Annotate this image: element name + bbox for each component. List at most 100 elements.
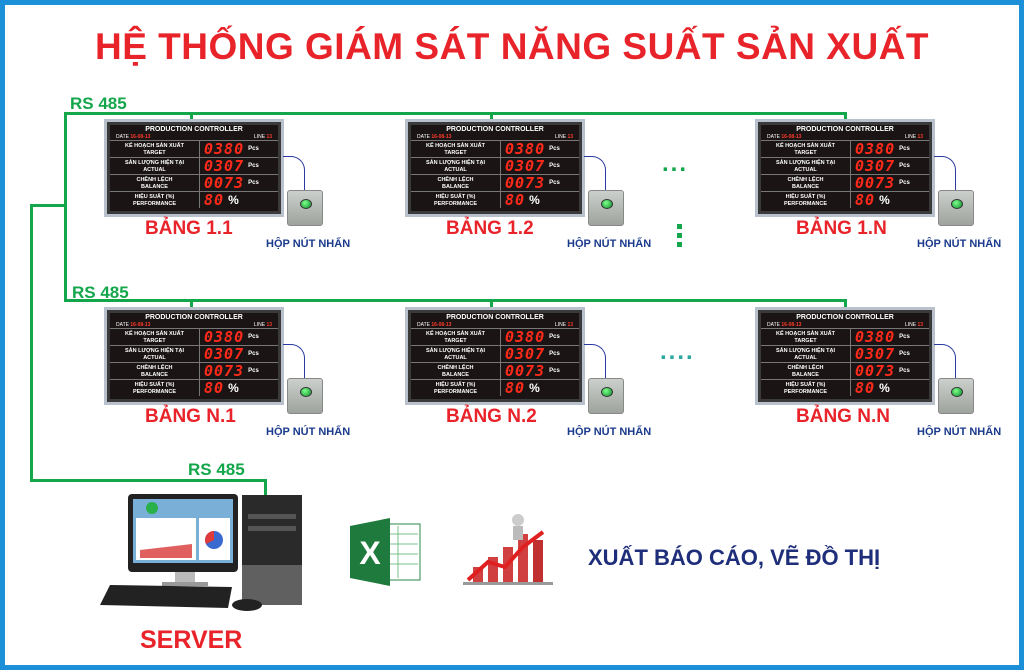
led-number: 0380 [505, 328, 546, 346]
unit-label: Pcs [248, 368, 259, 374]
row-label-en: ACTUAL [794, 355, 817, 361]
button-box-label: HỘP NÚT NHẤN [567, 238, 652, 250]
push-button-box[interactable] [588, 378, 624, 414]
unit-label: Pcs [549, 180, 560, 186]
line-label: LINE [253, 322, 266, 328]
line-label: LINE [554, 134, 567, 140]
drop-n-1 [190, 299, 193, 311]
unit-label: Pcs [248, 351, 259, 357]
unit-label: Pcs [899, 180, 910, 186]
row-label-vn: HIỆU SUẤT (%) [435, 194, 476, 200]
green-button-icon [300, 387, 312, 397]
unit-label: % [228, 193, 239, 207]
row-label-vn: SẢN LƯỢNG HIỆN TẠI [425, 348, 486, 354]
line-label: LINE [904, 134, 917, 140]
unit-label: Pcs [549, 351, 560, 357]
row-label-en: PERFORMANCE [132, 389, 177, 395]
led-number: 0307 [855, 345, 896, 363]
board-header: PRODUCTION CONTROLLER [145, 314, 243, 321]
row-label-vn: SẢN LƯỢNG HIỆN TẠI [425, 160, 486, 166]
push-button-box[interactable] [588, 190, 624, 226]
date-value: 16-08-13 [130, 322, 151, 328]
push-button-box[interactable] [287, 190, 323, 226]
board-header: PRODUCTION CONTROLLER [145, 126, 243, 133]
push-button-box[interactable] [287, 378, 323, 414]
ellipsis-row2: .... [660, 338, 695, 365]
unit-label: Pcs [899, 368, 910, 374]
led-number: 0380 [855, 140, 896, 158]
row-value: 80% [851, 379, 929, 397]
server-label: SERVER [140, 626, 243, 654]
push-button-box[interactable] [938, 378, 974, 414]
button-box-label: HỘP NÚT NHẤN [266, 426, 351, 438]
drop-1-1 [190, 112, 193, 124]
push-button-box[interactable] [938, 190, 974, 226]
line-value: 13 [917, 322, 923, 328]
row-label-en: BALANCE [792, 372, 819, 378]
button-cable [584, 156, 606, 192]
led-number: 0307 [204, 345, 245, 363]
row-label-en: TARGET [794, 338, 817, 344]
excel-icon: X [350, 518, 421, 586]
row-label-en: PERFORMANCE [433, 201, 478, 207]
date-label: DATE [767, 134, 780, 140]
led-number: 80 [204, 191, 225, 209]
button-box-label: HỘP NÚT NHẤN [917, 238, 1002, 250]
date-value: 16-08-13 [431, 322, 452, 328]
led-number: 0380 [204, 328, 245, 346]
row-label-vn: CHÊNH LỆCH [136, 177, 173, 183]
line-value: 13 [266, 134, 272, 140]
unit-label: Pcs [549, 163, 560, 169]
server-drop [264, 479, 267, 497]
row-label-vn: HIỆU SUẤT (%) [785, 382, 826, 388]
drop-n-2 [490, 299, 493, 311]
row-label: HIỆU SUẤT (%)PERFORMANCE [110, 380, 200, 396]
green-button-icon [951, 387, 963, 397]
board-header: PRODUCTION CONTROLLER [796, 126, 894, 133]
date-field: DATE 16-08-13 [767, 322, 801, 328]
row-label-en: PERFORMANCE [433, 389, 478, 395]
button-cable [934, 344, 956, 380]
date-label: DATE [417, 134, 430, 140]
row-value: 80% [200, 379, 278, 397]
row-label-vn: KẾ HOẠCH SẢN XUẤT [125, 143, 184, 149]
board-header: PRODUCTION CONTROLLER [446, 314, 544, 321]
board-name: BẢNG 1.2 [446, 218, 534, 239]
line-field: LINE 13 [905, 134, 923, 140]
board-name: BẢNG 1.N [796, 218, 887, 239]
row-label-en: ACTUAL [143, 167, 166, 173]
row-label-vn: SẢN LƯỢNG HIỆN TẠI [124, 348, 185, 354]
server-computer-icon [100, 494, 302, 611]
line-field: LINE 13 [254, 322, 272, 328]
rs485-label-row2: RS 485 [72, 283, 129, 302]
board-name: BẢNG N.2 [446, 406, 537, 427]
row-label-vn: KẾ HOẠCH SẢN XUẤT [776, 143, 835, 149]
row-label-en: ACTUAL [143, 355, 166, 361]
unit-label: % [228, 381, 239, 395]
date-label: DATE [116, 134, 129, 140]
row-value: 80% [200, 191, 278, 209]
row-label-en: ACTUAL [444, 355, 467, 361]
row-label-vn: HIỆU SUẤT (%) [435, 382, 476, 388]
unit-label: Pcs [248, 163, 259, 169]
